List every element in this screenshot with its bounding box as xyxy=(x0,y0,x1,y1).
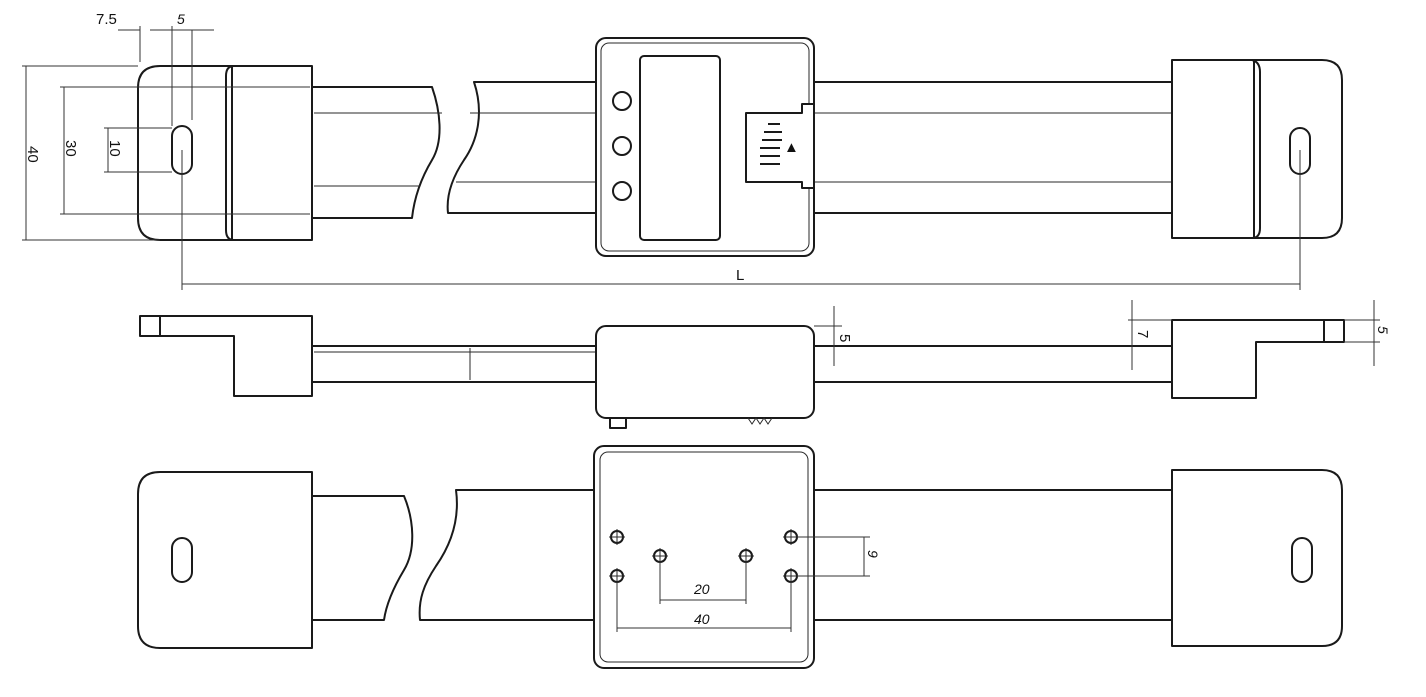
dim-hole-pitch-outer: 40 xyxy=(694,611,710,627)
dim-hole-spacing: 30 xyxy=(62,140,79,157)
dim-end-block-height: 40 xyxy=(24,146,41,163)
scale-bar-right-long xyxy=(811,81,1175,214)
top-view-dimensions: 7.5 5 40 30 10 L xyxy=(22,11,1301,290)
dim-slot-length: 10 xyxy=(106,140,123,157)
arrow-symbol-icon: ▲ xyxy=(784,139,799,156)
readhead-top: ▲ xyxy=(595,37,815,257)
left-end-block-side xyxy=(139,315,313,397)
scale-bar-right xyxy=(446,81,601,214)
right-end-block-bottom xyxy=(1171,469,1343,647)
top-view: ▲ 7.5 5 40 30 10 xyxy=(22,11,1343,290)
left-end-block-bottom xyxy=(137,471,313,649)
scale-bar-left xyxy=(309,86,441,219)
dim-tab-thickness: 5 xyxy=(1375,326,1391,334)
side-view: 5 7 5 xyxy=(139,300,1391,429)
bottom-view: 9 20 40 xyxy=(137,445,1343,669)
battery-cover[interactable] xyxy=(745,103,815,189)
dim-hole-pitch-inner: 20 xyxy=(693,581,710,597)
dim-overall-length: L xyxy=(736,267,744,284)
right-end-block-top xyxy=(1171,59,1343,239)
dim-head-step: 5 xyxy=(836,334,853,342)
lcd-display xyxy=(639,55,721,241)
dim-hole-pitch-vertical: 9 xyxy=(865,550,881,558)
function-button-1[interactable] xyxy=(612,91,632,111)
function-button-2[interactable] xyxy=(612,136,632,156)
readhead-bottom xyxy=(593,445,815,669)
function-button-3[interactable] xyxy=(612,181,632,201)
readhead-side xyxy=(595,325,815,419)
dim-slot-width: 5 xyxy=(177,11,185,27)
right-end-block-side xyxy=(1171,319,1345,399)
dim-hole-offset: 7.5 xyxy=(96,11,117,28)
dim-end-block-step: 7 xyxy=(1134,330,1151,338)
